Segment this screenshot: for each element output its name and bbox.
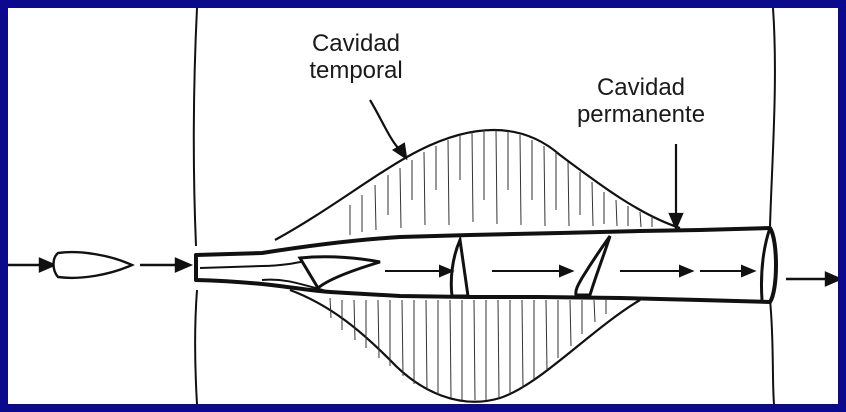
arrow-head-icon (40, 259, 54, 271)
exit-path (786, 273, 838, 285)
tissue-left-edge (194, 8, 197, 404)
label-permanent-line1: Cavidad (556, 74, 726, 101)
bullet-icon (54, 252, 133, 278)
label-temporary-line2: temporal (286, 57, 426, 84)
arrow-head-icon (826, 273, 838, 285)
label-permanent-line2: permanente (556, 101, 726, 128)
diagram-panel: Cavidad temporal Cavidad permanente (8, 8, 838, 404)
label-temporary-cavity: Cavidad temporal (286, 30, 426, 84)
temporary-cavity-upper (275, 130, 680, 240)
label-permanent-cavity: Cavidad permanente (556, 74, 726, 128)
label-temporary-line1: Cavidad (286, 30, 426, 57)
callout-permanent (670, 144, 682, 228)
arrow-head-icon (176, 259, 190, 271)
callout-temporal (370, 100, 406, 158)
tissue-right-edge (770, 8, 775, 404)
